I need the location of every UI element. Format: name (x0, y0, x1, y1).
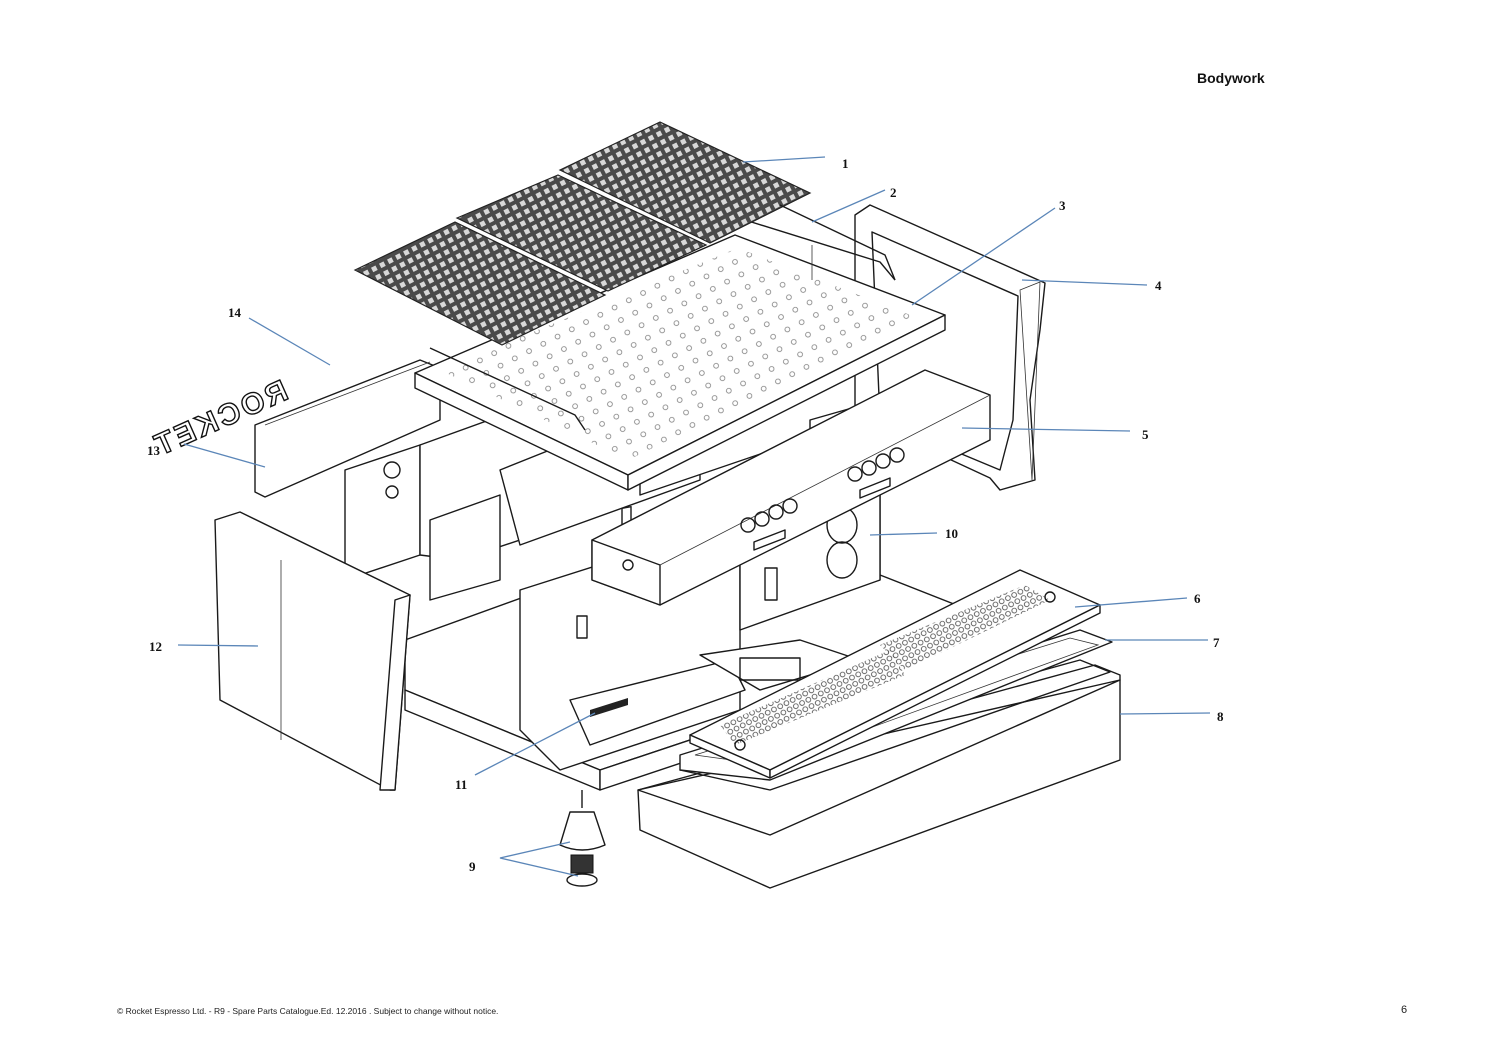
part-3-perforated-tray (414, 219, 946, 491)
leader-14 (248, 317, 331, 366)
leader-5 (961, 427, 1131, 432)
page-title: Bodywork (1197, 70, 1265, 86)
part-6-drip-grid (689, 569, 1101, 779)
callout-7: 7 (1213, 635, 1220, 650)
callout-labels: 1 2 3 4 5 6 7 8 9 10 11 12 13 14 (147, 156, 1224, 874)
part-1-cup-warmer-grids (353, 121, 812, 346)
callout-4: 4 (1155, 278, 1162, 293)
callout-6: 6 (1194, 591, 1201, 606)
part-13-upper-side-panel (254, 359, 441, 498)
leader-3 (911, 207, 1056, 306)
part-12-left-side-panel (214, 511, 411, 791)
callout-11: 11 (455, 777, 467, 792)
control-cluster-right (847, 447, 905, 499)
leader-13 (183, 443, 266, 468)
control-cluster-left (740, 498, 798, 551)
callout-10: 10 (945, 526, 958, 541)
callout-12: 12 (149, 639, 162, 654)
leader-1 (742, 156, 826, 163)
callout-leaders (177, 156, 1211, 877)
leader-11 (474, 712, 596, 776)
leader-2 (811, 189, 886, 223)
part-2-rail (779, 204, 896, 281)
callout-13: 13 (147, 443, 161, 458)
page-number: 6 (1401, 1004, 1408, 1016)
part-11-badge-plate (590, 698, 628, 717)
footer-copyright: © Rocket Espresso Ltd. - R9 - Spare Part… (117, 1006, 499, 1016)
leader-6 (1074, 597, 1188, 608)
part-5-front-control-panel (591, 369, 991, 606)
callout-9: 9 (469, 859, 476, 874)
callout-1: 1 (842, 156, 849, 171)
callout-8: 8 (1217, 709, 1224, 724)
part-9-foot (559, 790, 606, 887)
callout-3: 3 (1059, 198, 1066, 213)
leader-9 (499, 841, 579, 877)
callout-14: 14 (228, 305, 242, 320)
leader-10 (869, 532, 938, 536)
callout-5: 5 (1142, 427, 1149, 442)
leader-4 (1021, 279, 1148, 286)
callout-2: 2 (890, 185, 897, 200)
leader-12 (177, 644, 259, 647)
leader-8 (1119, 712, 1211, 715)
